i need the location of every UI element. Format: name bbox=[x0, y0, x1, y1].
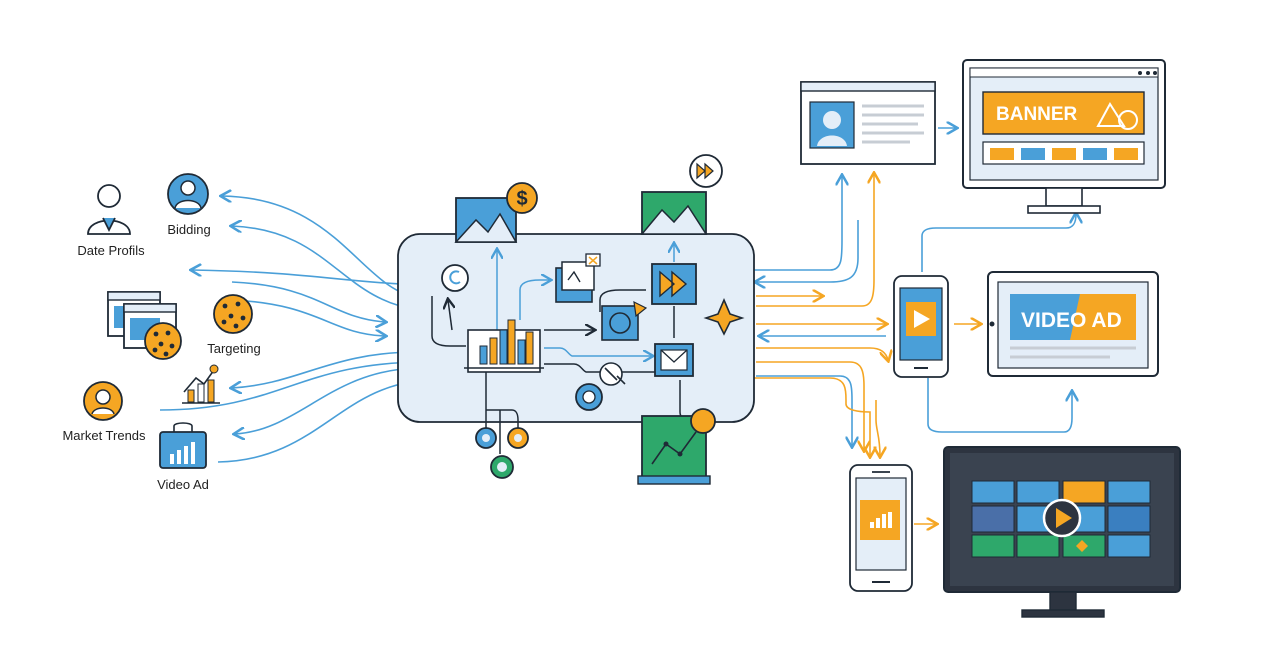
connector bbox=[756, 174, 874, 306]
video-ad-source: Video Ad bbox=[157, 423, 209, 492]
user-circle-icon bbox=[168, 174, 208, 214]
desktop-monitor: BANNER bbox=[963, 60, 1165, 213]
analytics-panel-icon bbox=[638, 409, 715, 484]
smartphone-analytics bbox=[850, 465, 912, 591]
landscape-image-icon bbox=[642, 192, 706, 234]
bidding-source: Bidding bbox=[167, 174, 210, 237]
market-trends-label: Market Trends bbox=[62, 428, 146, 443]
envelope-icon bbox=[655, 344, 693, 376]
connector bbox=[756, 348, 888, 360]
data-profiles-label: Date Profils bbox=[77, 243, 145, 258]
dollar-icon: $ bbox=[507, 183, 537, 213]
target-icon bbox=[442, 265, 468, 291]
fast-forward-bubble-icon bbox=[690, 155, 722, 187]
person-badge-icon bbox=[84, 382, 122, 420]
dollar-symbol: $ bbox=[516, 188, 527, 210]
cookie-icon bbox=[145, 323, 181, 359]
market-trends-source: Market Trends bbox=[62, 382, 146, 443]
targeting-label: Targeting bbox=[207, 341, 260, 356]
tv-display bbox=[944, 447, 1180, 617]
connector bbox=[232, 226, 420, 310]
node-cluster bbox=[476, 428, 528, 478]
banner-text: BANNER bbox=[996, 104, 1078, 125]
tablet-video-ad: VIDEO AD bbox=[988, 272, 1158, 376]
targeting-source: Targeting bbox=[207, 295, 260, 356]
connector bbox=[876, 400, 880, 456]
connector bbox=[922, 214, 1076, 272]
cookie-icon bbox=[214, 295, 252, 333]
chart-bag-icon bbox=[160, 423, 206, 468]
smartphone-video bbox=[894, 276, 948, 377]
connector bbox=[756, 376, 852, 446]
connector bbox=[235, 368, 418, 434]
trend-chart-icon bbox=[182, 365, 220, 403]
browser-profile-window bbox=[801, 82, 935, 164]
person-icon bbox=[88, 185, 130, 234]
data-profiles-source: Date Profils bbox=[77, 185, 145, 258]
connector bbox=[192, 270, 420, 285]
video-ad-source-label: Video Ad bbox=[157, 477, 209, 492]
connector bbox=[928, 378, 1072, 432]
fast-forward-icon bbox=[652, 264, 696, 304]
image-icon bbox=[456, 198, 516, 242]
video-ad-text: VIDEO AD bbox=[1021, 309, 1122, 332]
bidding-label: Bidding bbox=[167, 222, 210, 237]
